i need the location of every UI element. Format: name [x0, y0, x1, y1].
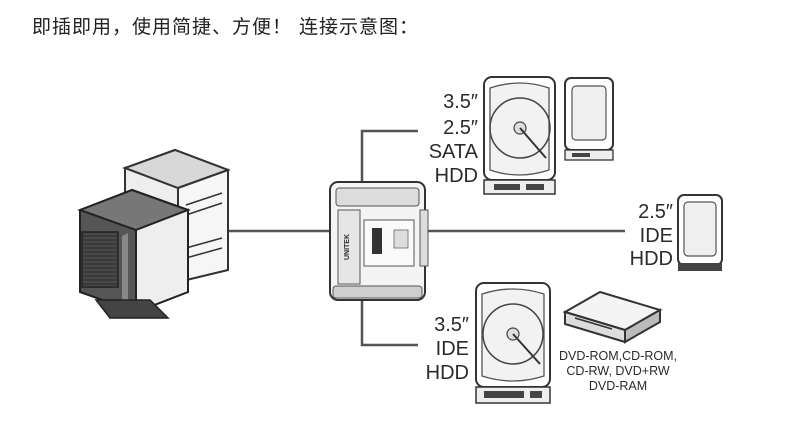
sata-size-25: 2.5″ — [443, 117, 478, 139]
page-title: 即插即用，使用简捷、方便！ 连接示意图： — [32, 16, 420, 38]
connection-lines — [228, 129, 625, 347]
ide25-hdd: HDD — [630, 248, 673, 270]
sata-hdd: HDD — [435, 165, 478, 187]
ide35-type: IDE — [436, 338, 469, 360]
ide-3-5-label: 3.5″ IDE HDD — [426, 314, 469, 384]
sata-hdd-icon — [483, 76, 556, 195]
optical-line-3: DVD-RAM — [589, 379, 647, 393]
optical-drive-label: DVD-ROM,CD-ROM, CD-RW, DVD+RW DVD-RAM — [559, 349, 677, 393]
optical-line-1: DVD-ROM,CD-ROM, — [559, 349, 677, 363]
ide35-hdd: HDD — [426, 362, 469, 384]
optical-line-2: CD-RW, DVD+RW — [566, 364, 670, 378]
ide-2-5-hdd-icon — [677, 194, 723, 271]
dock-brand-label: UNITEK — [344, 234, 351, 260]
cable-dock-to-sata — [360, 129, 418, 183]
ide-2-5-label: 2.5″ IDE HDD — [630, 201, 673, 270]
cable-dock-to-ide35 — [360, 300, 418, 347]
ide-3-5-hdd-icon — [475, 282, 551, 404]
ide25-type: IDE — [640, 225, 673, 247]
sata-type: SATA — [429, 141, 479, 163]
sata-2-5-hdd-icon — [564, 77, 614, 161]
sata-hdd-label: 3.5″ 2.5″ SATA HDD — [429, 91, 479, 187]
hdd-docking-station-icon: UNITEK — [329, 181, 429, 301]
optical-drive-icon — [562, 290, 663, 344]
sata-size-35: 3.5″ — [443, 91, 478, 113]
ide25-size: 2.5″ — [638, 201, 673, 223]
computer-icon — [77, 148, 231, 319]
ide35-size: 3.5″ — [434, 314, 469, 336]
